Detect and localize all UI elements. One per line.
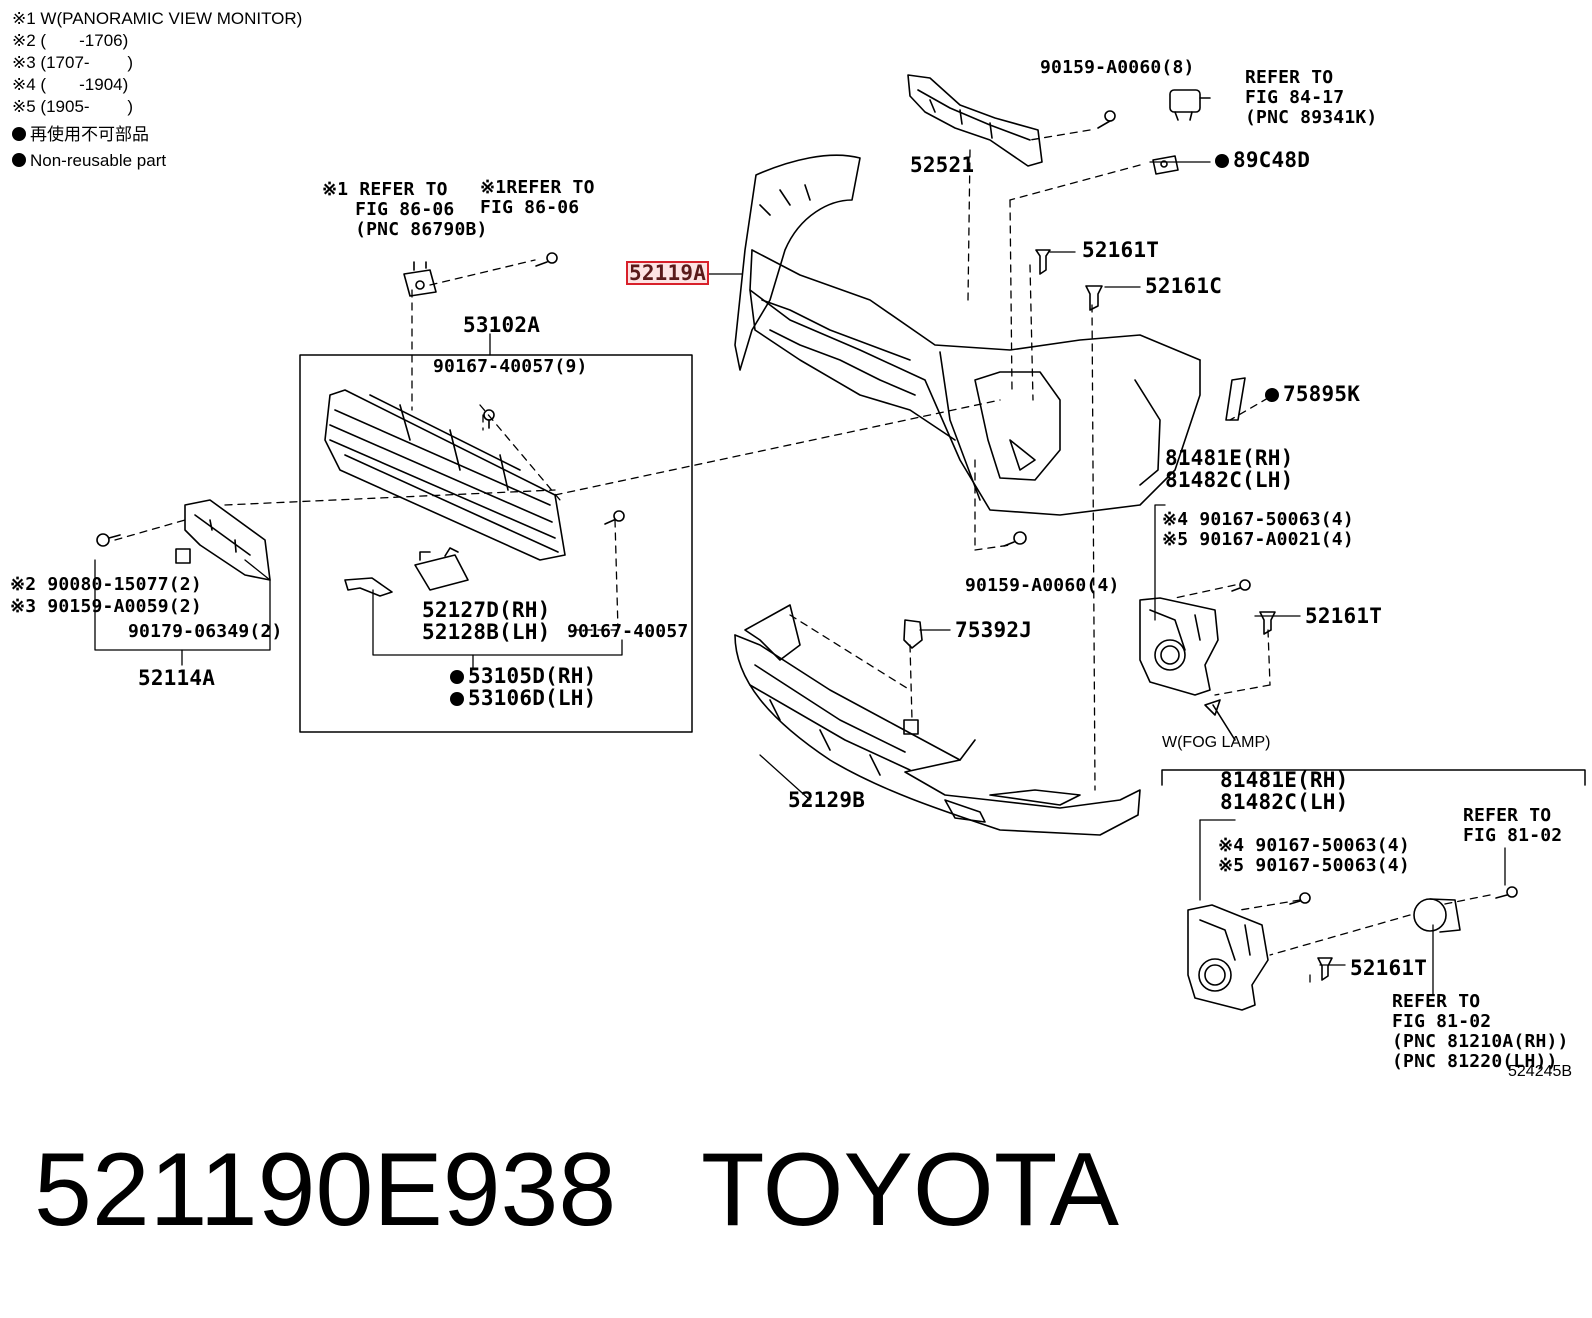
label-75895k[interactable]: 75895K [1265, 384, 1360, 405]
label-90167-50063-b: ※4 90167-50063(4) [1218, 835, 1410, 856]
label-52128b[interactable]: 52128B(LH) [422, 620, 551, 644]
label-89c48d[interactable]: 89C48D [1215, 150, 1310, 171]
label-90159-top: 90159-A0060(8) [1040, 57, 1195, 78]
note-nonreusable-en: Non-reusable part [12, 150, 166, 172]
label-52129b[interactable]: 52129B [788, 788, 866, 812]
fog-bracket-81481e-upper [1139, 579, 1276, 696]
note-1: ※1 W(PANORAMIC VIEW MONITOR) [12, 9, 303, 28]
sensor-89341k [1152, 89, 1211, 175]
label-52119a-selected[interactable]: 52119A [625, 261, 710, 285]
label-53105d[interactable]: 53105D(RH) [450, 666, 596, 687]
fog-lamp [1413, 886, 1518, 933]
label-52161t-top[interactable]: 52161T [1082, 238, 1160, 262]
upper-retainer-52521 [907, 74, 1043, 167]
bullet-icon [12, 127, 26, 141]
label-90167-a0021: ※5 90167-A0021(4) [1162, 529, 1354, 550]
label-52161c[interactable]: 52161C [1145, 274, 1223, 298]
sensor-86790b [403, 252, 558, 297]
assembly-lines [114, 129, 1491, 986]
label-52521[interactable]: 52521 [910, 153, 975, 177]
callout-leaders [94, 161, 1506, 996]
view-arrow [1204, 699, 1236, 741]
grille-53102a [324, 389, 625, 561]
label-90167-40057-9: 90167-40057(9) [433, 356, 588, 377]
fog-bracket-lower [1187, 892, 1333, 1011]
fog-lamp-group-title: W(FOG LAMP) [1162, 734, 1271, 751]
seal-75392j [903, 619, 923, 735]
note-4: ※4 ( -1904) [12, 75, 129, 94]
grille-assembly-frame [299, 354, 693, 733]
label-81481e-b[interactable]: 81481E(RH) [1220, 768, 1349, 792]
label-53102a[interactable]: 53102A [463, 313, 541, 337]
note-3: ※3 (1707- ) [12, 53, 134, 72]
label-52161t-bot[interactable]: 52161T [1350, 956, 1428, 980]
label-52127d[interactable]: 52127D(RH) [422, 598, 551, 622]
clip-52161c [1085, 285, 1103, 311]
label-refer-86-06-b: ※1REFER TO FIG 86-06 [480, 177, 595, 218]
clip-52161t-top [1035, 249, 1051, 275]
label-52161t-mid[interactable]: 52161T [1305, 604, 1383, 628]
bumper-cover-52119a [734, 154, 1201, 516]
label-90167-50063-a: ※4 90167-50063(4) [1162, 509, 1354, 530]
label-90167-50063-c: ※5 90167-50063(4) [1218, 855, 1410, 876]
label-90167-40057: 90167-40057 [567, 621, 689, 642]
bullet-icon [450, 692, 464, 706]
label-81482c-a[interactable]: 81482C(LH) [1165, 468, 1294, 492]
cover-52128b [414, 547, 469, 591]
label-52114a[interactable]: 52114A [138, 666, 216, 690]
bracket-52114a [96, 499, 271, 581]
label-refer-86-06-a: ※1 REFER TO FIG 86-06 (PNC 86790B) [322, 179, 488, 240]
label-90159-a0060-4: 90159-A0060(4) [965, 575, 1120, 596]
label-90159-a0059: ※3 90159-A0059(2) [10, 596, 202, 617]
label-53106d[interactable]: 53106D(LH) [450, 688, 596, 709]
note-5: ※5 (1905- ) [12, 97, 134, 116]
label-90080-15077: ※2 90080-15077(2) [10, 574, 202, 595]
label-refer-84-17: REFER TO FIG 84-17 (PNC 89341K) [1245, 67, 1378, 128]
note-nonreusable-ja: 再使用不可部品 [12, 124, 149, 146]
label-refer-81-02-b: REFER TO FIG 81-02 (PNC 81210A(RH)) (PNC… [1392, 991, 1569, 1072]
figure-id: 524245B [1508, 1063, 1573, 1080]
label-81481e-a[interactable]: 81481E(RH) [1165, 446, 1294, 470]
bullet-icon [1265, 388, 1279, 402]
bolt-90159-a0060-4 [1003, 531, 1027, 547]
bolt-90159-top [1097, 110, 1116, 129]
bullet-icon [12, 153, 26, 167]
note-2: ※2 ( -1706) [12, 31, 129, 50]
bullet-icon [1215, 154, 1229, 168]
fog-lamp-group-bracket [1161, 769, 1586, 786]
lower-spoiler-52129b [734, 604, 1141, 836]
label-90179-06349: 90179-06349(2) [128, 621, 283, 642]
label-81482c-b[interactable]: 81482C(LH) [1220, 790, 1349, 814]
cover-52127d [344, 577, 393, 597]
reflector-75895k [1225, 377, 1246, 421]
label-75392j[interactable]: 75392J [955, 618, 1033, 642]
footer-part-number-brand: 521190E938 TOYOTA [34, 1132, 1119, 1248]
bullet-icon [450, 670, 464, 684]
label-refer-81-02-a: REFER TO FIG 81-02 [1463, 805, 1563, 846]
